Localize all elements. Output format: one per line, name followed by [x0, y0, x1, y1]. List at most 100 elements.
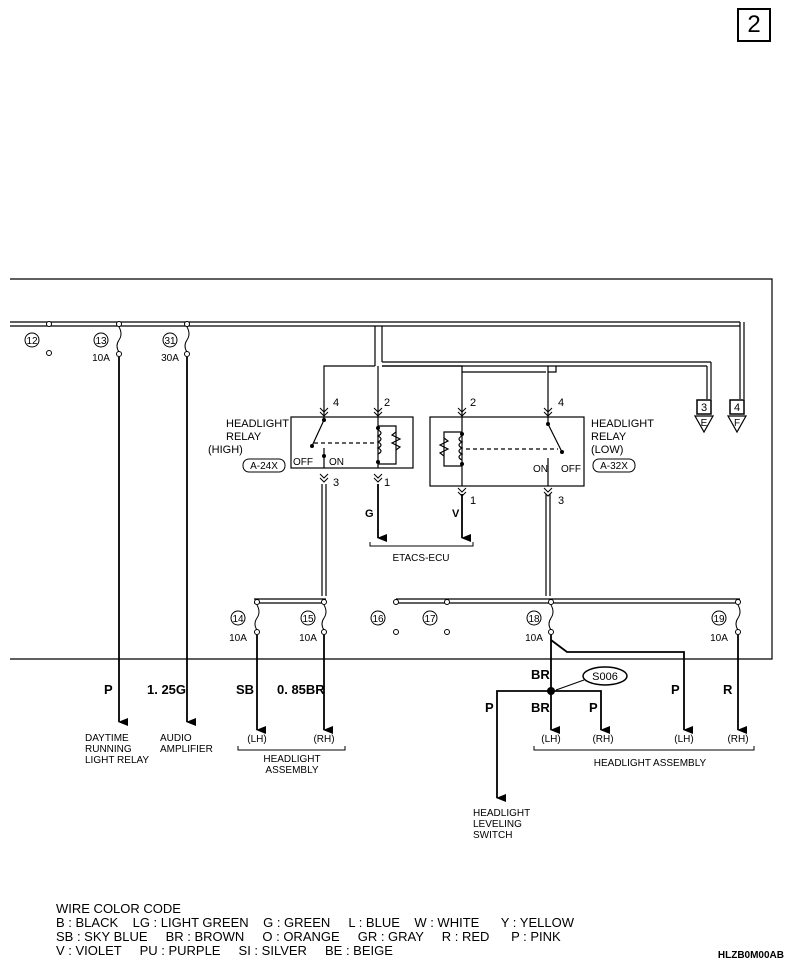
- fuse-17-num: 17: [424, 614, 436, 625]
- feed-wires: [118, 357, 196, 726]
- fuse-12: 12: [24, 321, 52, 356]
- relay-high-pin2: 2: [384, 397, 390, 409]
- relay-low-name2: RELAY: [591, 431, 627, 443]
- fuse-16: 16: [370, 599, 399, 635]
- fuse-15-rating: 10A: [299, 633, 317, 644]
- fuse-18: 18 10A: [525, 599, 554, 644]
- fuse-31-num: 31: [164, 336, 176, 347]
- splice-label: S006: [592, 671, 618, 683]
- wire-sb-label: SB: [236, 682, 254, 697]
- relay-low-name3: (LOW): [591, 444, 623, 456]
- fuse-31-rating: 30A: [161, 353, 179, 364]
- dest-assy-left-2: ASSEMBLY: [265, 765, 318, 776]
- dest-rh3: (RH): [727, 734, 748, 745]
- dest-rh2: (RH): [592, 734, 613, 745]
- dest-audio-1: AUDIO: [160, 733, 192, 744]
- dest-lh1: (LH): [247, 734, 266, 745]
- fuse-14-num: 14: [232, 614, 244, 625]
- fuse-13-num: 13: [95, 336, 107, 347]
- connector-4-f: 4 F: [726, 399, 748, 434]
- relay-high-off: OFF: [293, 457, 313, 468]
- relay-high-name1: HEADLIGHT: [226, 418, 289, 430]
- wire-color-legend: WIRE COLOR CODE B : BLACK LG : LIGHT GRE…: [56, 902, 574, 958]
- fuse-31: 31 30A: [161, 321, 190, 364]
- figure-code: HLZB0M00AB: [717, 950, 784, 961]
- fuse-13: 13 10A: [92, 321, 122, 364]
- dest-lh3: (LH): [674, 734, 693, 745]
- fuse-box-outline: [10, 278, 773, 660]
- etacs-bracket: [369, 542, 474, 547]
- fuse-18-rating: 10A: [525, 633, 543, 644]
- relay-low-connector: A-32X: [600, 461, 628, 472]
- destination-labels: DAYTIME RUNNING LIGHT RELAY AUDIO AMPLIF…: [85, 733, 755, 841]
- wire-p-left-label: P: [485, 700, 494, 715]
- wire-125g-label: 1. 25G: [147, 682, 186, 697]
- fuse-19: 19 10A: [710, 599, 741, 644]
- wire-br-mid-label: BR: [531, 700, 550, 715]
- dest-daytime-3: LIGHT RELAY: [85, 755, 149, 766]
- page-number-box: 2: [737, 8, 771, 42]
- legend-line3: V : VIOLET PU : PURPLE SI : SILVER BE : …: [56, 943, 393, 958]
- fuse-17: 17: [422, 599, 450, 635]
- fuse-18-num: 18: [528, 614, 540, 625]
- wire-r-label: R: [723, 682, 733, 697]
- connector-3-num: 3: [701, 402, 707, 414]
- etacs-ecu-label: ETACS-ECU: [392, 553, 449, 564]
- splice-s006: S006: [555, 666, 628, 691]
- legend-title: WIRE COLOR CODE: [56, 901, 181, 916]
- relay-high: HEADLIGHT RELAY (HIGH) A-24X 4 2 3 1 OFF…: [208, 397, 414, 489]
- wire-p-mid-label: P: [589, 700, 598, 715]
- relay-low-pin4: 4: [558, 397, 564, 409]
- fuse-15-num: 15: [302, 614, 314, 625]
- dest-leveling-2: LEVELING: [473, 819, 522, 830]
- fuse-14: 14 10A: [229, 599, 260, 644]
- relay-feeds: [323, 362, 557, 410]
- output-wires: [256, 635, 747, 802]
- top-bus: [10, 321, 745, 399]
- relay-high-pin3: 3: [333, 477, 339, 489]
- dest-lh2: (LH): [541, 734, 560, 745]
- relay-low: HEADLIGHT RELAY (LOW) A-32X 2 4 1 3 ON O…: [429, 397, 654, 507]
- wire-br-top-label: BR: [531, 667, 550, 682]
- legend-line2: SB : SKY BLUE BR : BROWN O : ORANGE GR :…: [56, 929, 561, 944]
- fuse-16-num: 16: [372, 614, 384, 625]
- relay-high-output: [321, 484, 551, 596]
- connector-4-letter: F: [734, 418, 740, 429]
- etacs-wires: [377, 484, 471, 542]
- dest-assy-left-1: HEADLIGHT: [263, 754, 320, 765]
- dest-audio-2: AMPLIFIER: [160, 744, 213, 755]
- dest-daytime-2: RUNNING: [85, 744, 132, 755]
- relay-high-name3: (HIGH): [208, 444, 243, 456]
- relay-low-pin3: 3: [558, 495, 564, 507]
- wire-p1-label: P: [104, 682, 113, 697]
- relay-low-pin1: 1: [470, 495, 476, 507]
- dest-assy-right: HEADLIGHT ASSEMBLY: [594, 758, 707, 769]
- fuse-19-num: 19: [713, 614, 725, 625]
- dest-daytime-1: DAYTIME: [85, 733, 129, 744]
- connector-4-num: 4: [734, 402, 740, 414]
- relay-low-name1: HEADLIGHT: [591, 418, 654, 430]
- wire-labels: P 1. 25G SB 0. 85BR BR P BR P P R: [104, 667, 733, 715]
- fuse-13-rating: 10A: [92, 353, 110, 364]
- relay-high-name2: RELAY: [226, 431, 262, 443]
- fuse-14-rating: 10A: [229, 633, 247, 644]
- splice-point: [547, 687, 555, 695]
- dest-leveling-1: HEADLIGHT: [473, 808, 530, 819]
- relay-high-pin4: 4: [333, 397, 339, 409]
- connector-3-e: 3 E: [693, 399, 715, 434]
- relay-high-pin1: 1: [384, 477, 390, 489]
- relay-high-on: ON: [329, 457, 344, 468]
- wire-085br-label: 0. 85BR: [277, 682, 325, 697]
- legend-line1: B : BLACK LG : LIGHT GREEN G : GREEN L :…: [56, 915, 574, 930]
- relay-high-connector: A-24X: [250, 461, 278, 472]
- relay-low-off: OFF: [561, 464, 581, 475]
- dest-rh1: (RH): [313, 734, 334, 745]
- wire-v-label: V: [452, 508, 460, 520]
- relay-low-pin2: 2: [470, 397, 476, 409]
- relay-low-on: ON: [533, 464, 548, 475]
- fuse-12-num: 12: [26, 336, 38, 347]
- fuse-15: 15 10A: [299, 599, 327, 644]
- wire-g-label: G: [365, 508, 374, 520]
- lower-bus: [254, 598, 740, 604]
